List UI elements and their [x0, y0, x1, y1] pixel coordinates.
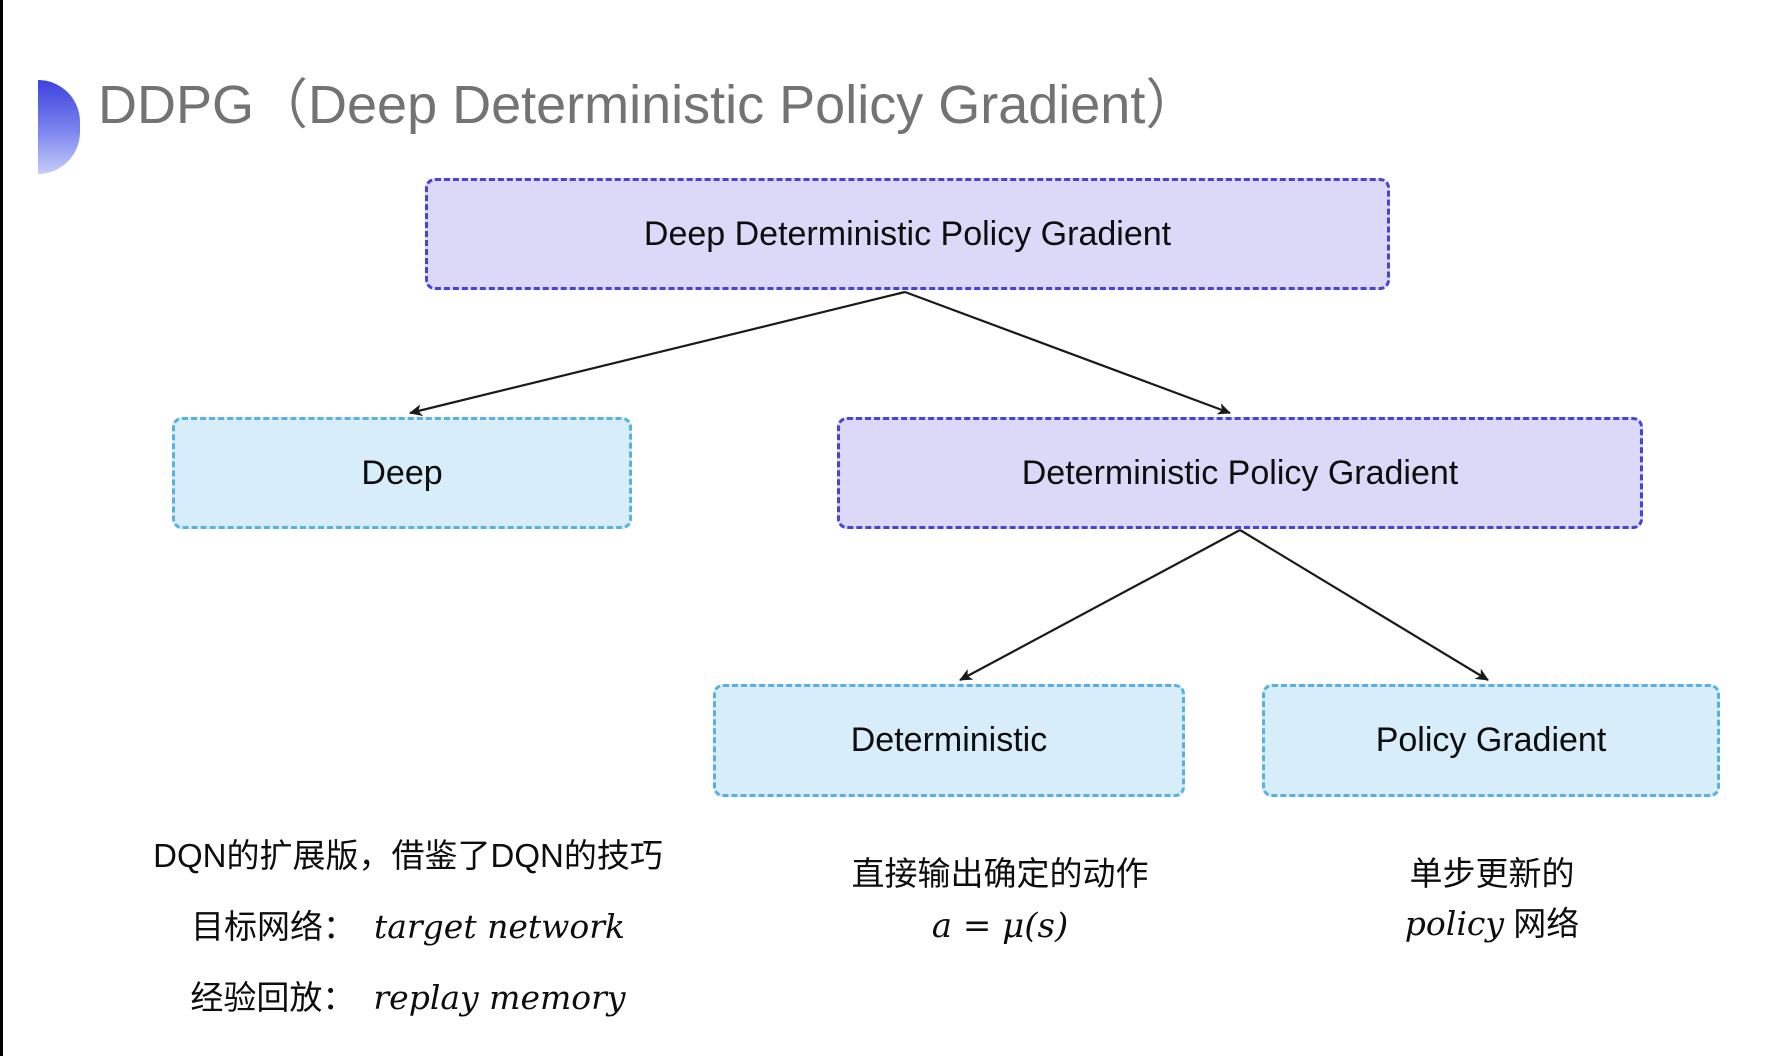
node-deterministic-label: Deterministic: [850, 721, 1048, 759]
note-deterministic-line1: 直接输出确定的动作: [851, 855, 1149, 892]
note-policy-rest: 网络: [1504, 905, 1580, 942]
node-ddpg: Deep Deterministic Policy Gradient: [425, 178, 1390, 290]
edge-dpg-to-policy-gradient: [1239, 529, 1489, 681]
node-deep: Deep: [172, 417, 632, 529]
note-policy-line2: policy 网络: [1282, 904, 1702, 944]
edge-ddpg-to-deep: [409, 290, 906, 416]
note-dqn-line3: 经验回放： replay memory: [118, 978, 698, 1018]
node-policy-gradient-label: Policy Gradient: [1375, 721, 1607, 759]
note-policy-italic-word: policy: [1404, 904, 1505, 943]
node-policy-gradient: Policy Gradient: [1262, 684, 1720, 797]
note-dqn-target-label: 目标网络：: [190, 908, 356, 945]
note-dqn-line1: DQN的扩展版，借鉴了DQN的技巧: [153, 837, 663, 874]
note-dqn-line2: 目标网络： target network: [118, 907, 698, 947]
note-dqn-replay-value: replay memory: [373, 978, 626, 1017]
note-deterministic: 直接输出确定的动作 a = μ(s): [790, 854, 1210, 958]
note-deterministic-formula: a = μ(s): [931, 906, 1069, 946]
page-title: DDPG（Deep Deterministic Policy Gradient）: [98, 75, 1200, 135]
note-dqn: DQN的扩展版，借鉴了DQN的技巧 目标网络： target network 经验…: [118, 836, 698, 1049]
node-dpg: Deterministic Policy Gradient: [837, 417, 1643, 529]
edge-dpg-to-deterministic: [959, 529, 1241, 681]
node-deep-label: Deep: [361, 453, 443, 492]
note-dqn-target-value: target network: [373, 907, 626, 946]
node-dpg-label: Deterministic Policy Gradient: [1021, 453, 1459, 492]
note-dqn-replay-label: 经验回放：: [190, 979, 356, 1016]
node-deterministic: Deterministic: [713, 684, 1185, 797]
note-policy-line1: 单步更新的: [1409, 855, 1575, 892]
node-ddpg-label: Deep Deterministic Policy Gradient: [643, 214, 1172, 253]
left-edge-line: [0, 0, 3, 1056]
edge-ddpg-to-dpg: [904, 290, 1231, 415]
note-policy-gradient: 单步更新的 policy 网络: [1282, 854, 1702, 954]
